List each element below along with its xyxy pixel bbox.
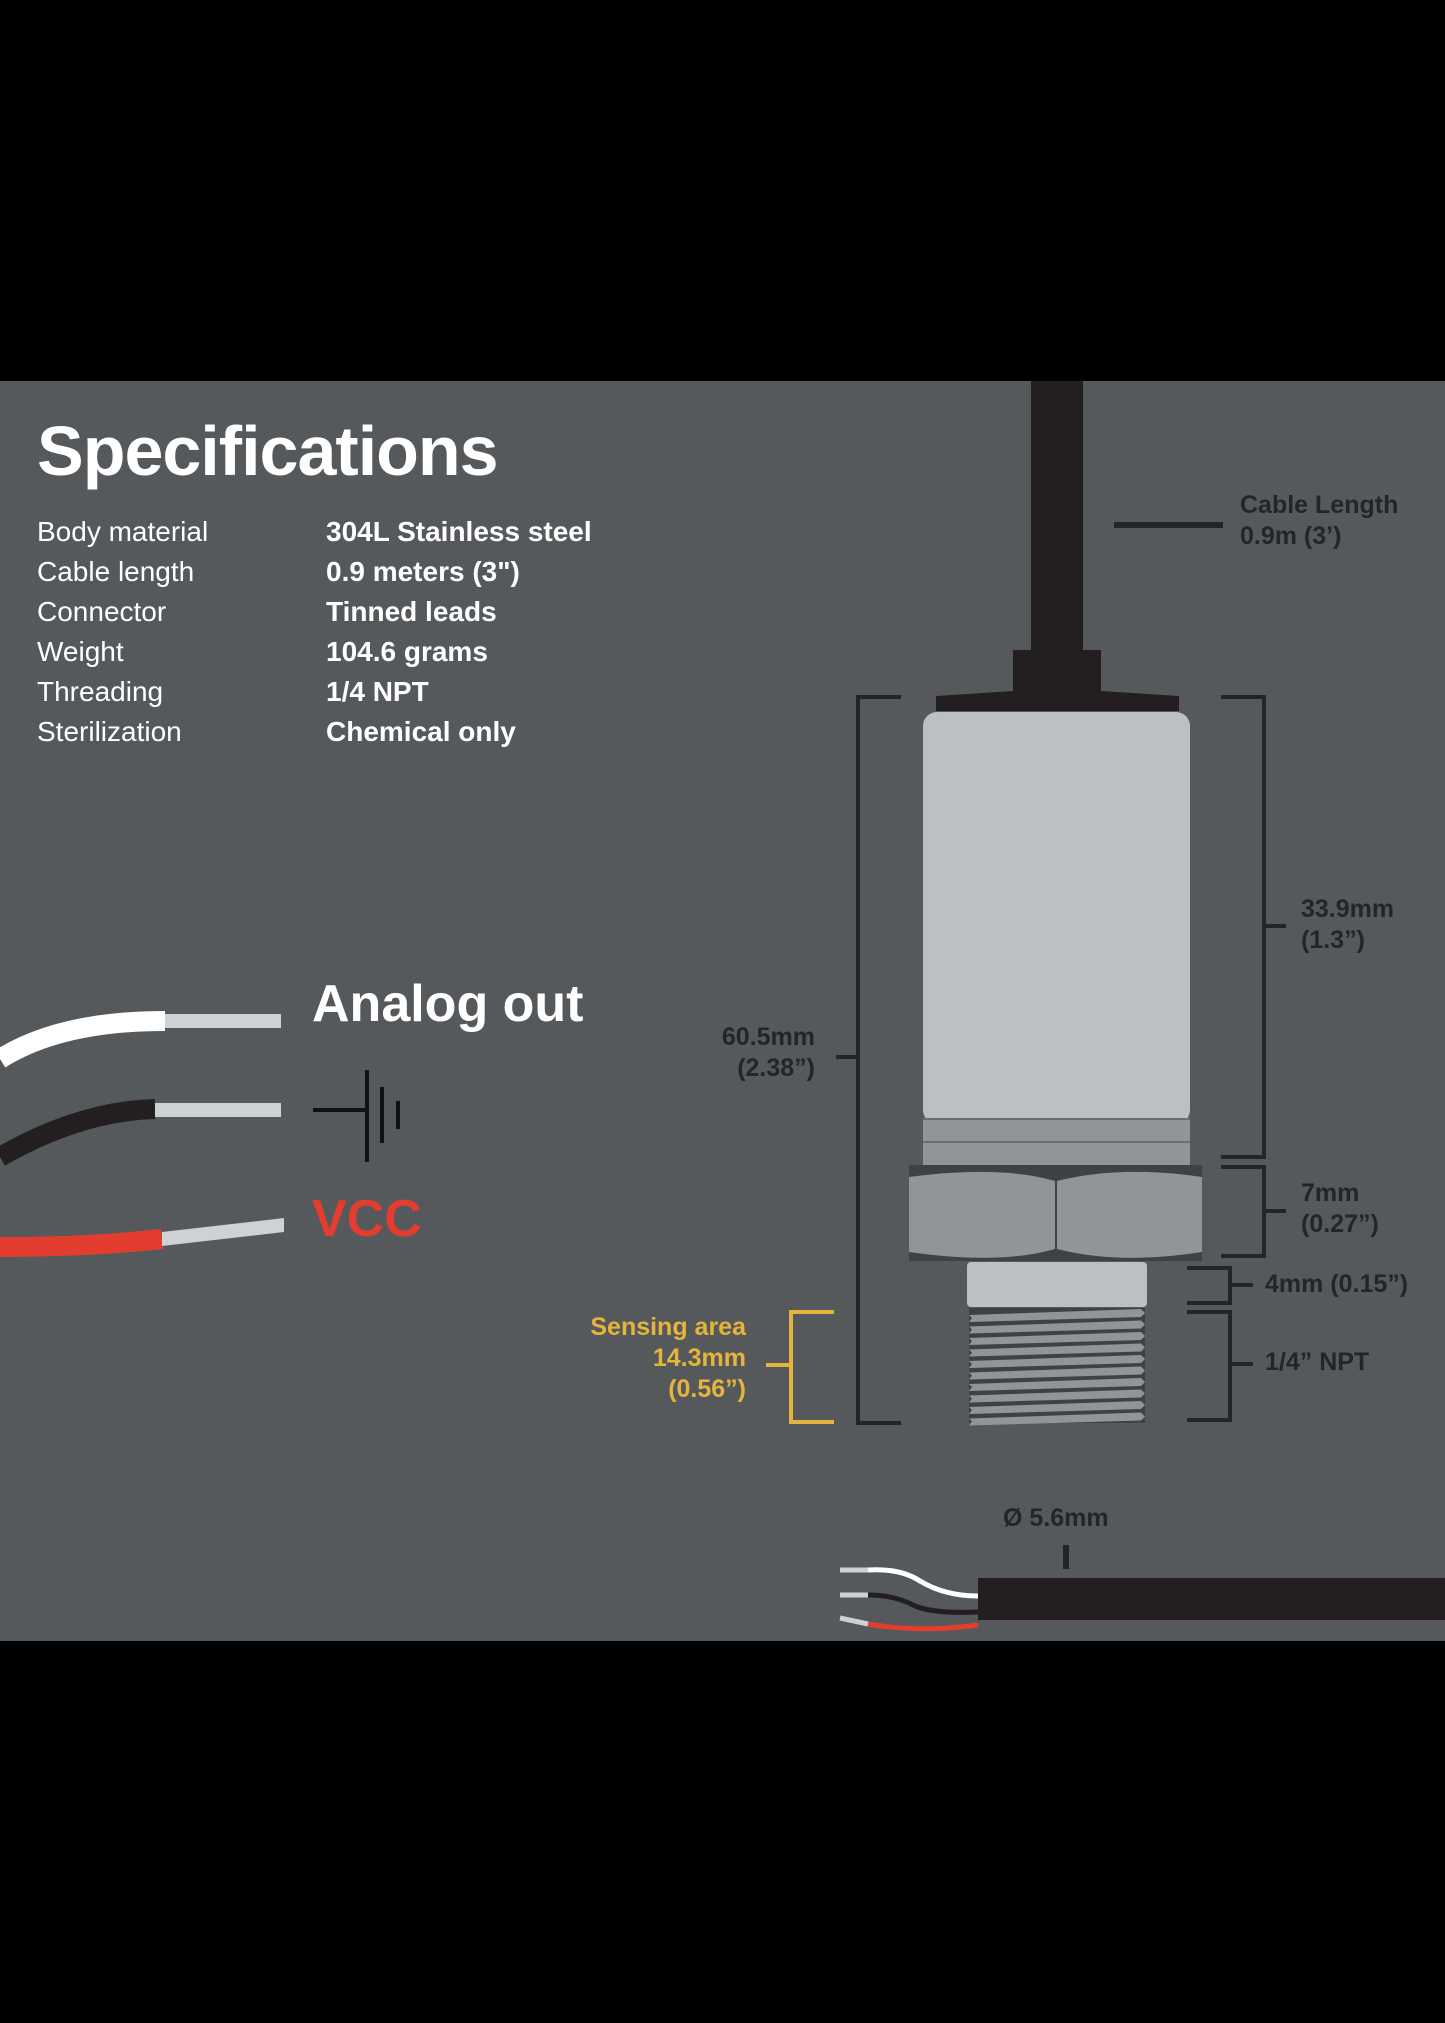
thread-ridge	[969, 1412, 1145, 1426]
red-wire	[0, 1229, 164, 1257]
body-length-bracket	[1221, 695, 1266, 1159]
black-wire	[0, 1099, 156, 1166]
spec-label: Connector	[37, 596, 167, 627]
bottom-red-lead	[867, 1621, 979, 1632]
body-band	[923, 1119, 1190, 1142]
spec-value: 104.6 grams	[326, 636, 488, 667]
spec-label: Cable length	[37, 556, 195, 587]
spec-value: 304L Stainless steel	[326, 516, 592, 547]
hex-length-mm: 7mm	[1301, 1179, 1360, 1207]
sensor-illustration	[0, 381, 1445, 1632]
thread-ridge	[969, 1355, 1145, 1368]
total-length-label: 60.5mm (2.38”)	[700, 1022, 815, 1084]
hex-face-left	[909, 1171, 1055, 1258]
thread-size-label: 1/4” NPT	[1265, 1348, 1370, 1376]
bottom-white-lead	[867, 1567, 979, 1599]
cable-diameter-label: Ø 5.6mm	[1003, 1504, 1109, 1532]
hex-length-bracket	[1221, 1165, 1266, 1258]
thread-ridge	[969, 1332, 1145, 1345]
sensing-area-title: Sensing area	[590, 1313, 746, 1341]
thread-ridge	[969, 1343, 1145, 1357]
neck-length-label: 4mm (0.15”)	[1265, 1270, 1409, 1298]
thread-ridge	[969, 1309, 1145, 1322]
thread-ridge	[969, 1389, 1145, 1403]
total-length-in: (2.38”)	[737, 1054, 815, 1082]
sensor-cable	[1031, 381, 1083, 651]
neck-length-bracket	[1187, 1266, 1232, 1305]
spec-value: 1/4 NPT	[326, 676, 429, 707]
sensing-area-bracket	[789, 1310, 834, 1424]
white-wire	[0, 1011, 166, 1068]
spec-label: Weight	[37, 636, 124, 667]
spec-label: Sterilization	[37, 716, 182, 747]
body-length-mm: 33.9mm	[1301, 895, 1395, 923]
black-wire-tinned-tip	[155, 1103, 281, 1117]
total-length-bracket	[856, 695, 901, 1425]
body-length-in: (1.3”)	[1301, 926, 1365, 954]
total-length-mm: 60.5mm	[721, 1023, 815, 1051]
spec-panel: Specifications Body material 304L Stainle…	[0, 381, 1445, 1641]
diameter-tick	[1063, 1545, 1069, 1569]
thread-ridge	[969, 1366, 1145, 1380]
cable-length-title: Cable Length	[1240, 491, 1399, 519]
sensing-area-label: Sensing area 14.3mm (0.56”)	[560, 1312, 746, 1405]
cable-strain-relief	[1013, 650, 1101, 695]
hex-face-right	[1057, 1171, 1202, 1258]
spec-value: Chemical only	[326, 716, 516, 747]
vcc-label: VCC	[312, 1190, 422, 1248]
page-title: Specifications	[37, 412, 499, 490]
thread-ridge	[969, 1320, 1145, 1334]
thread-ridge	[969, 1401, 1145, 1414]
thread-ridge	[969, 1378, 1145, 1391]
spec-value: Tinned leads	[326, 596, 497, 627]
spec-label: Threading	[37, 676, 164, 707]
bottom-cable	[978, 1578, 1445, 1620]
sensor-body	[923, 712, 1190, 1124]
cable-length-label: Cable Length 0.9m (3’)	[1240, 490, 1398, 552]
sensor-neck	[967, 1262, 1147, 1307]
cable-length-leader	[1114, 522, 1223, 528]
body-length-label: 33.9mm (1.3”)	[1301, 894, 1394, 956]
hex-length-in: (0.27”)	[1301, 1210, 1379, 1238]
hex-length-label: 7mm (0.27”)	[1301, 1178, 1379, 1240]
red-wire-tinned-tip	[162, 1218, 284, 1246]
analog-out-label: Analog out	[312, 975, 584, 1033]
bottom-black-lead	[867, 1592, 979, 1615]
sensing-area-in: (0.56”)	[668, 1375, 746, 1403]
thread-length-bracket	[1187, 1310, 1232, 1422]
white-wire-tinned-tip	[165, 1014, 281, 1028]
ground-symbol-icon	[313, 1070, 400, 1162]
spec-value: 0.9 meters (3")	[326, 556, 520, 587]
sensing-area-mm: 14.3mm	[652, 1344, 746, 1372]
cable-length-value: 0.9m (3’)	[1240, 522, 1342, 550]
sensor-cap	[936, 691, 1179, 711]
npt-threads	[969, 1308, 1145, 1426]
spec-label: Body material	[37, 516, 209, 547]
